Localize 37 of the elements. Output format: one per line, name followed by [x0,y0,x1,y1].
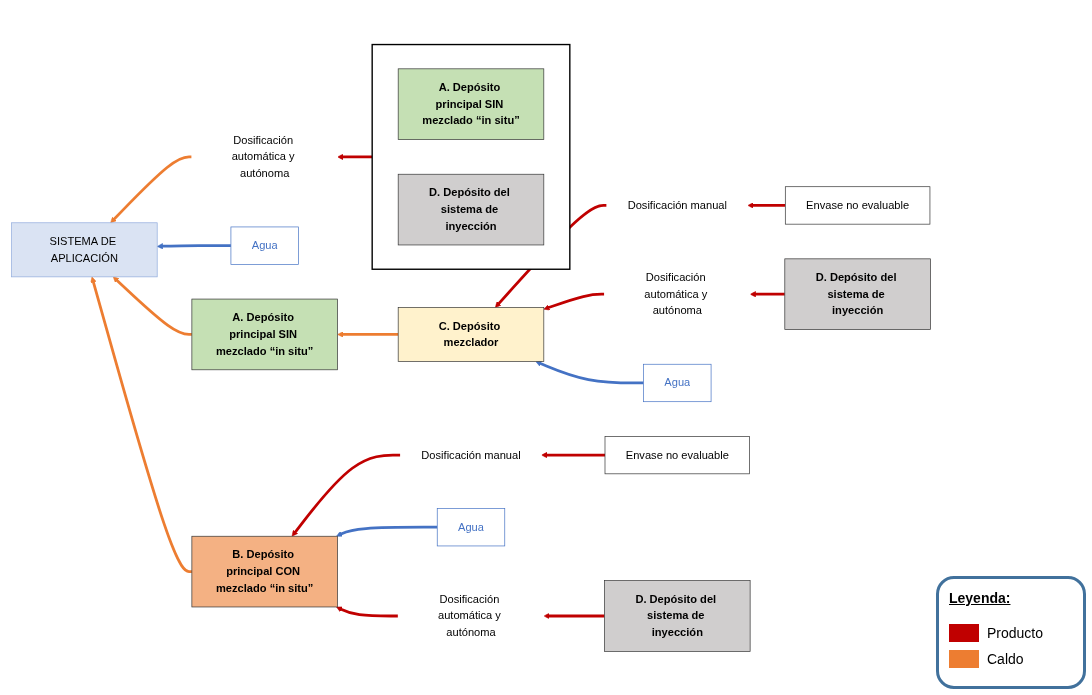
node-text: Dosificación manual [421,448,521,461]
node-box: Envase no evaluable [784,185,931,225]
node-box: SISTEMA DE APLICACIÓN [11,221,158,277]
node-text: Dosificación automática y autónoma [231,133,295,179]
node-box: A. Depósito principal SIN mezclado “in situ” [397,68,545,140]
node-box: B. Depósito principal CON mezclado “in situ” [191,535,338,607]
arrow [291,453,401,537]
arrow [535,360,644,384]
node-box: C. Depósito mezclador [397,306,545,362]
legend-text: Producto [987,625,1044,641]
arrow [90,276,192,573]
arrow [110,155,192,223]
arrow [112,276,192,336]
node-box: D. Depósito del sistema de inyección [784,258,931,330]
arrow [543,292,605,310]
node-box: A. Depósito principal SIN mezclado “in situ” [191,298,338,370]
cluster [371,43,571,270]
node-box: Agua [436,507,506,546]
arrow [543,612,605,619]
legend-text: Caldo [987,651,1024,667]
arrow [336,525,438,537]
node-box: D. Depósito del sistema de inyección [604,579,751,652]
node-text: Dosificación automática y autónoma [644,270,708,316]
arrow [747,201,786,209]
node-box: Agua [643,363,712,402]
node-box: D. Depósito del sistema de inyección [397,173,545,245]
arrow [336,606,399,617]
arrow [749,290,785,297]
node-box: Agua [230,226,299,265]
arrow [337,330,399,338]
node-text: Dosificación automática y autónoma [438,592,501,638]
node-box: Envase no evaluable [604,435,750,474]
arrow [541,451,605,458]
arrow [337,153,373,160]
arrow [156,242,231,249]
legend-heading: Leyenda: [949,590,1011,606]
node-text: Dosificación manual [627,198,727,211]
